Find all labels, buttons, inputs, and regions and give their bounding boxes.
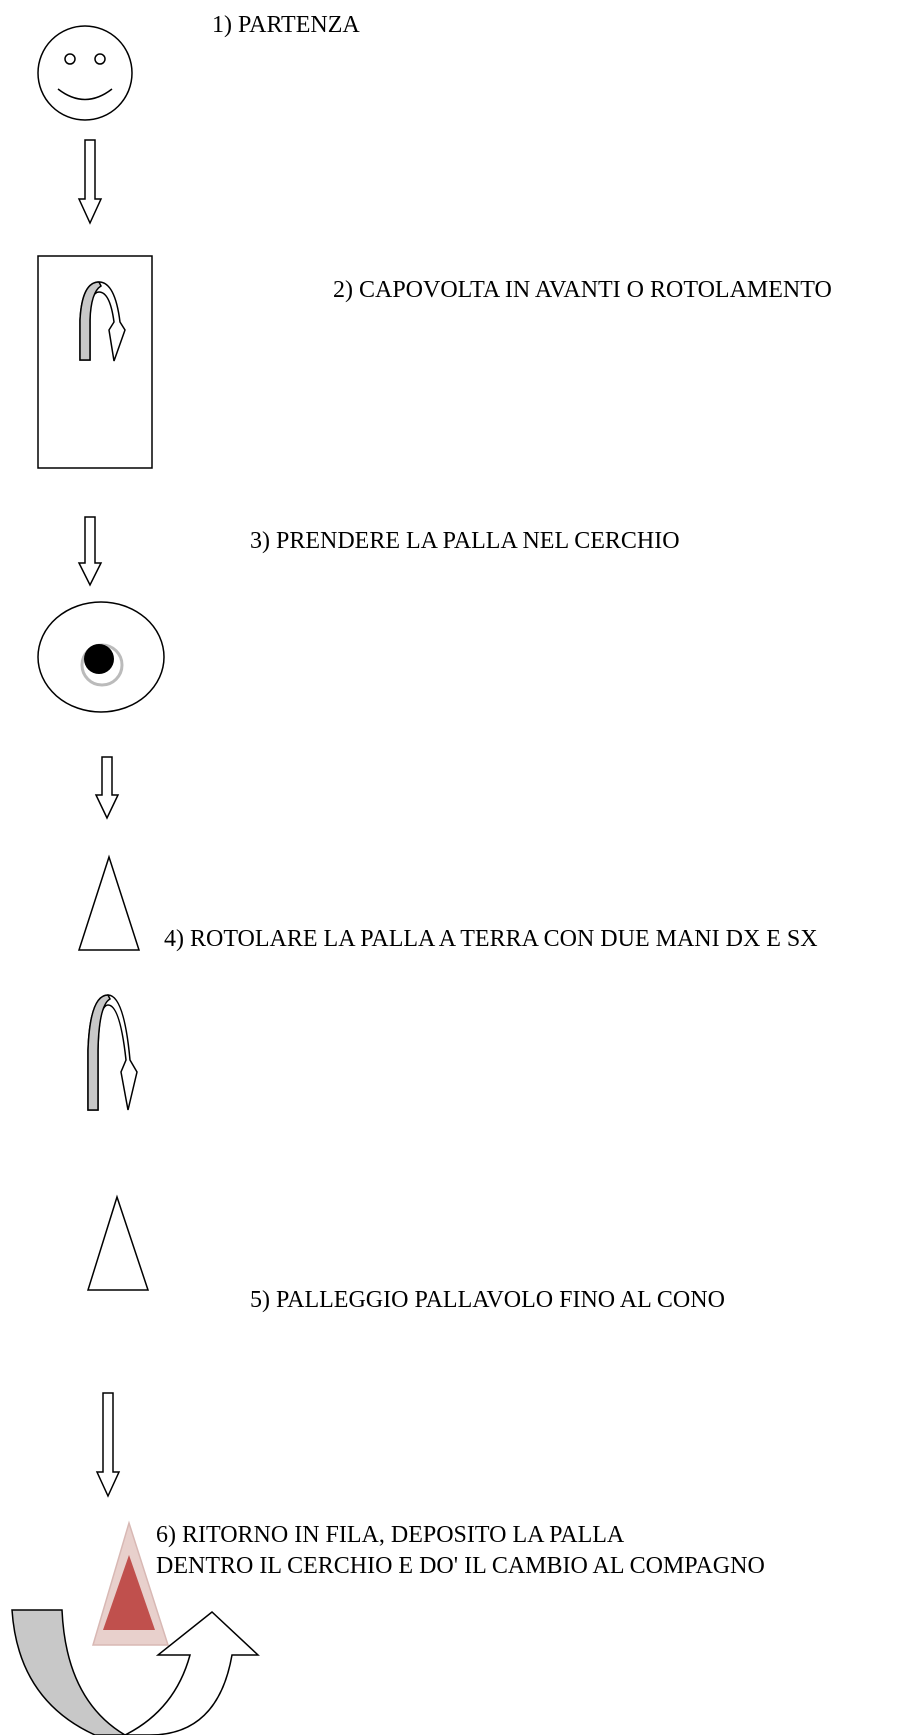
cone-icon <box>77 854 141 951</box>
step-6-label: 6) RITORNO IN FILA, DEPOSITO LA PALLA DE… <box>156 1520 765 1582</box>
red-cone-icon <box>91 1520 170 1646</box>
forward-roll-arrow-icon <box>79 281 126 362</box>
step-2-label: 2) CAPOVOLTA IN AVANTI O ROTOLAMENTO <box>333 277 832 303</box>
hoop-with-ball-icon <box>37 601 165 713</box>
step-3-label: 3) PRENDERE LA PALLA NEL CERCHIO <box>250 528 680 554</box>
cone-icon <box>86 1194 150 1291</box>
forward-roll-arrow-icon <box>87 994 138 1111</box>
down-arrow-icon <box>77 139 103 225</box>
step-6-line-1: 6) RITORNO IN FILA, DEPOSITO LA PALLA <box>156 1522 625 1548</box>
down-arrow-icon <box>77 516 103 587</box>
down-arrow-icon <box>95 1392 121 1498</box>
smiley-face-icon <box>37 25 133 121</box>
step-4-label: 4) ROTOLARE LA PALLA A TERRA CON DUE MAN… <box>164 926 818 952</box>
step-1-label: 1) PARTENZA <box>212 12 360 38</box>
down-arrow-icon <box>94 756 120 820</box>
u-turn-arrow-icon <box>11 1609 260 1735</box>
step-5-label: 5) PALLEGGIO PALLAVOLO FINO AL CONO <box>250 1287 725 1313</box>
step-6-line-2: DENTRO IL CERCHIO E DO' IL CAMBIO AL COM… <box>156 1553 765 1579</box>
